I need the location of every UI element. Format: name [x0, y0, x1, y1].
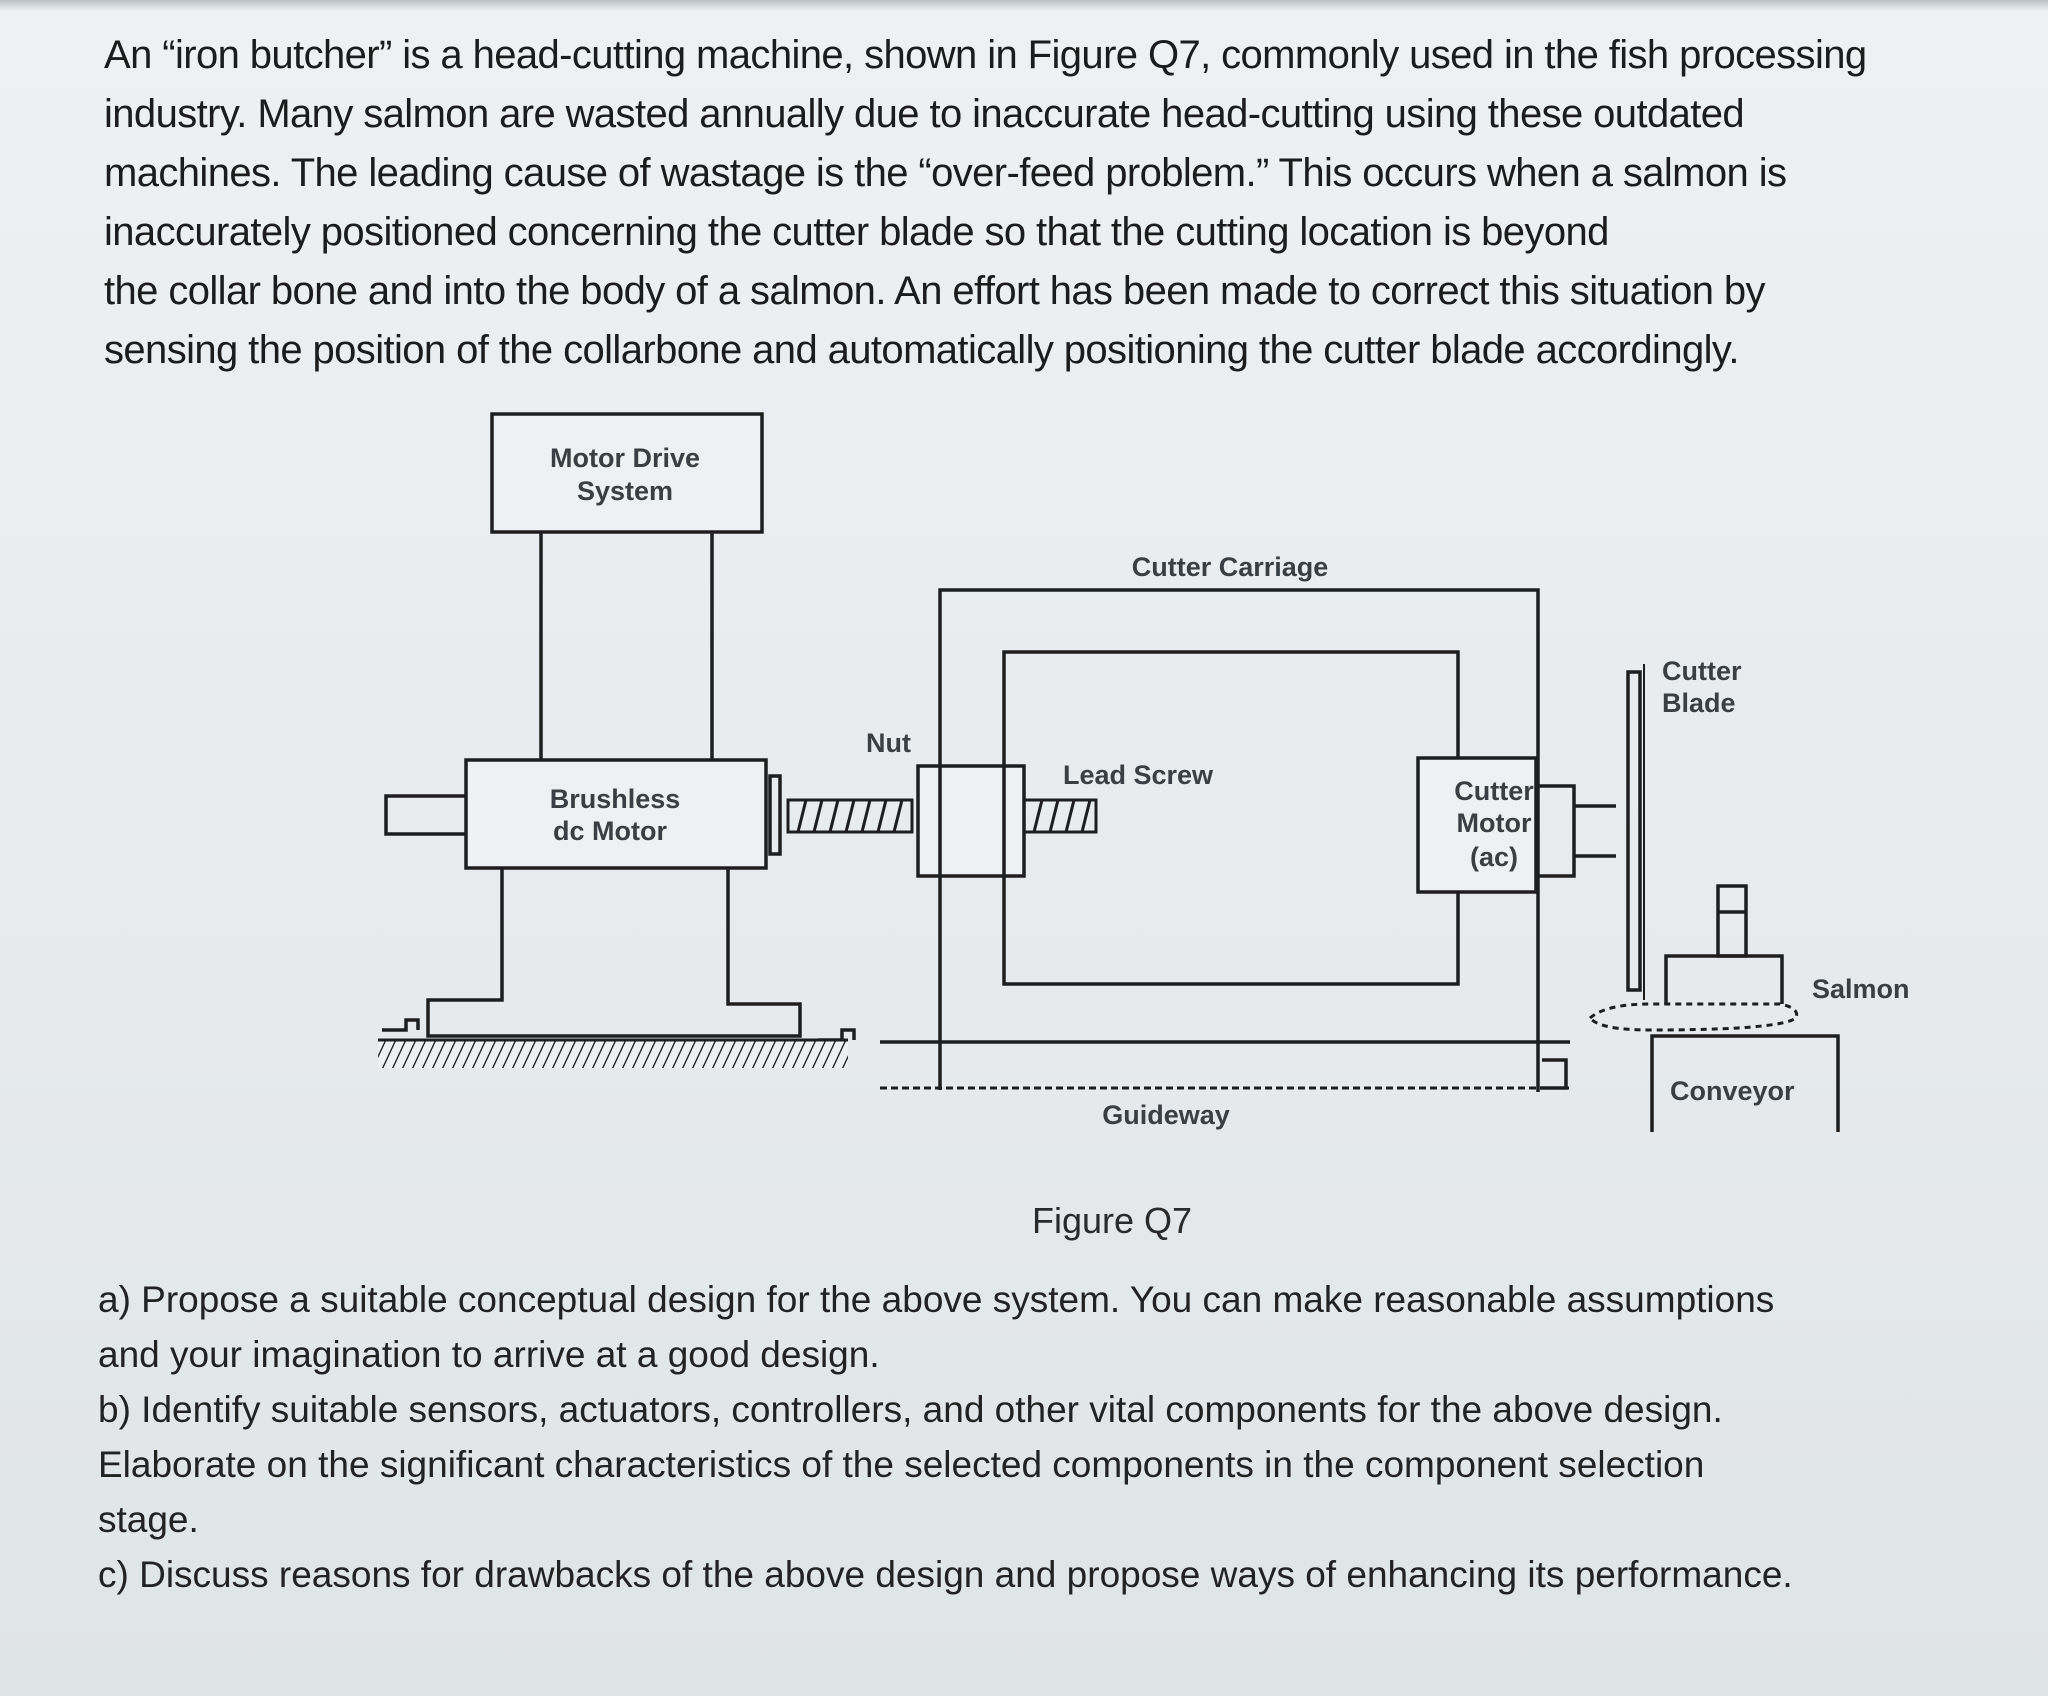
cutter-blade — [1626, 670, 1642, 992]
coupling — [768, 774, 782, 856]
motor-drive-box — [490, 412, 764, 534]
conveyor — [1650, 1034, 1840, 1132]
motor-shaft-stub — [384, 794, 466, 836]
nut-box — [916, 764, 1026, 878]
question-line: stage. — [98, 1499, 199, 1540]
machine-schematic: Motor Drive System Cutter Carriage Cutte… — [378, 412, 1910, 1132]
salmon-shape — [1664, 954, 1784, 1004]
lead-screw-right — [1022, 798, 1098, 834]
blade-shaft — [1536, 784, 1576, 878]
figure-caption: Figure Q7 — [1032, 1200, 1193, 1241]
motor-drive-label: System — [577, 476, 673, 506]
motor-drive-label: Motor Drive — [550, 443, 700, 473]
cutter-motor-label: (ac) — [1470, 842, 1518, 872]
cutter-blade-label: Blade — [1662, 688, 1736, 718]
motor-base — [426, 868, 802, 1038]
cutter-blade-label: Cutter — [1662, 656, 1742, 686]
question-list: a) Propose a suitable conceptual design … — [98, 1272, 1998, 1602]
question-line: b) Identify suitable sensors, actuators,… — [98, 1389, 1723, 1430]
top-edge — [0, 0, 2048, 10]
intro-line: industry. Many salmon are wasted annuall… — [104, 92, 1745, 136]
brushless-motor-label: dc Motor — [553, 816, 667, 846]
intro-line: machines. The leading cause of wastage i… — [104, 151, 1787, 195]
cutter-motor-box — [1416, 756, 1538, 894]
cutter-carriage-label: Cutter Carriage — [1132, 552, 1329, 582]
cutter-motor-label: Cutter — [1454, 776, 1534, 806]
carriage-inner-frame — [1002, 650, 1460, 986]
nut-label: Nut — [866, 728, 911, 758]
salmon-label: Salmon — [1812, 974, 1910, 1004]
intro-line: An “iron butcher” is a head-cutting mach… — [104, 33, 1867, 77]
intro-line: sensing the position of the collarbone a… — [104, 328, 1739, 372]
figure-q7-diagram: Motor Drive System Cutter Carriage Cutte… — [0, 380, 2048, 1180]
brushless-motor-box — [464, 758, 768, 870]
question-line: a) Propose a suitable conceptual design … — [98, 1279, 1775, 1320]
question-line: and your imagination to arrive at a good… — [98, 1334, 880, 1375]
intro-line: the collar bone and into the body of a s… — [104, 269, 1766, 313]
intro-paragraph: An “iron butcher” is a head-cutting mach… — [104, 26, 1984, 380]
cutter-motor-label: Motor — [1457, 808, 1532, 838]
intro-line: inaccurately positioned concerning the c… — [104, 210, 1609, 254]
brushless-motor-label: Brushless — [550, 784, 681, 814]
ground-hatch — [378, 1040, 848, 1068]
question-line: Elaborate on the significant characteris… — [98, 1444, 1705, 1485]
question-line: c) Discuss reasons for drawbacks of the … — [98, 1554, 1793, 1595]
cutter-carriage-frame — [938, 588, 1540, 1092]
lead-screw-label: Lead Screw — [1063, 760, 1214, 790]
conveyor-label: Conveyor — [1670, 1076, 1795, 1106]
guideway-label: Guideway — [1102, 1100, 1230, 1130]
lead-screw-left — [786, 798, 914, 834]
